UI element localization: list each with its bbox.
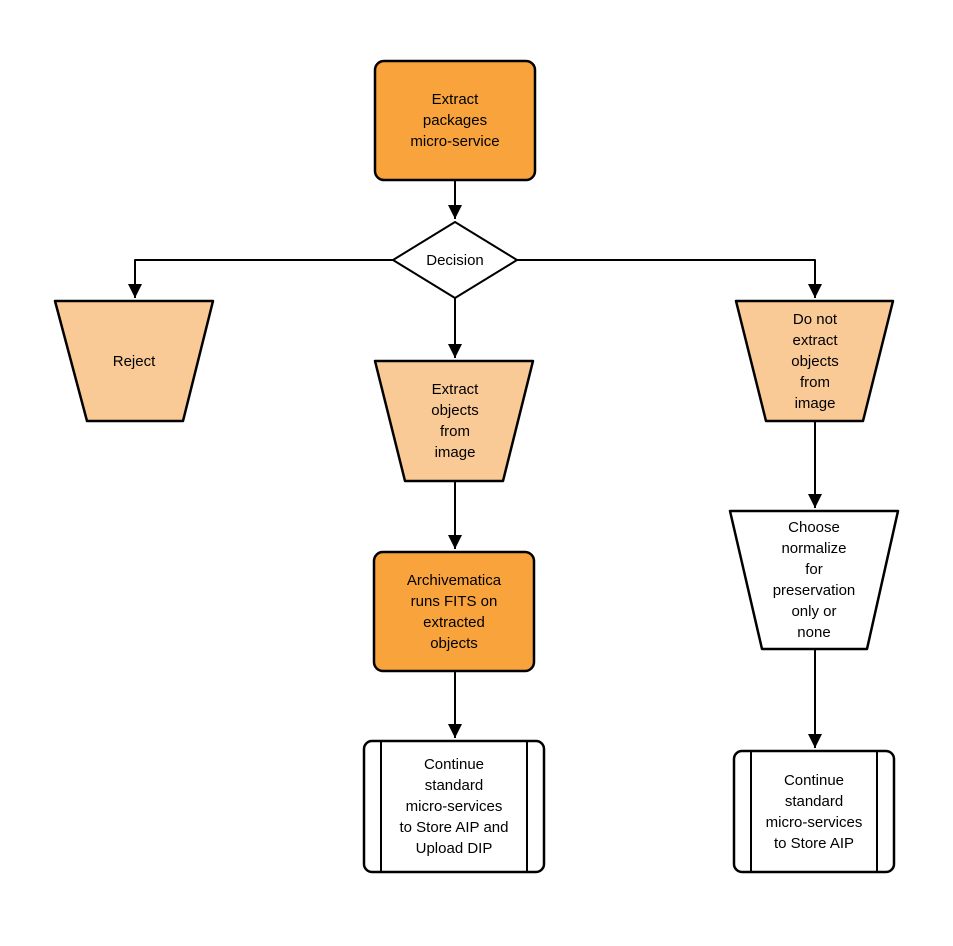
node-continue-right-shape <box>732 749 896 874</box>
node-continue-mid-shape <box>362 739 546 874</box>
node-extract-packages-shape <box>373 59 537 182</box>
node-do-not-extract-shape <box>734 299 895 423</box>
edge-decision-to-reject <box>128 259 393 298</box>
node-choose-normalize-shape <box>728 509 900 651</box>
node-reject-shape <box>53 299 215 423</box>
edge-decision-to-do-not-extract <box>517 259 822 298</box>
node-extract-objects-shape <box>373 359 535 483</box>
node-run-fits-shape <box>372 550 536 673</box>
node-decision-shape <box>392 221 518 299</box>
